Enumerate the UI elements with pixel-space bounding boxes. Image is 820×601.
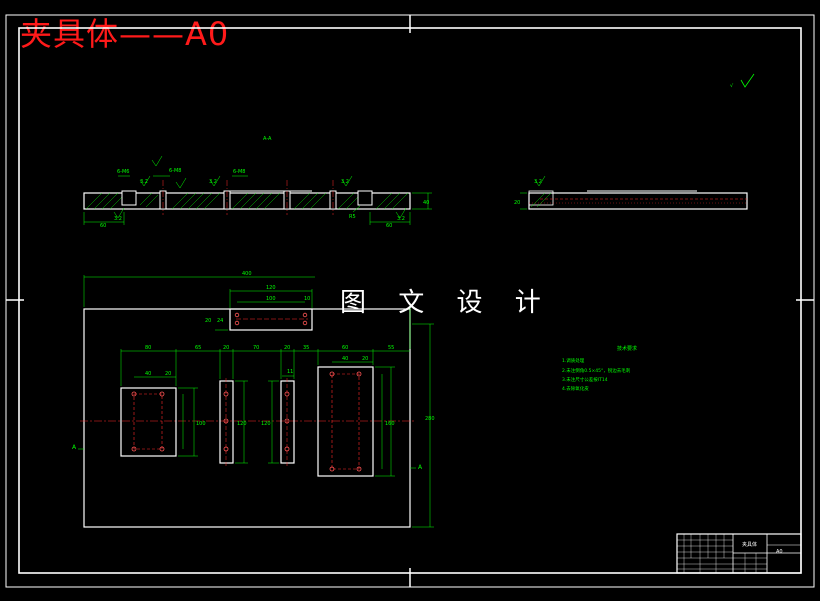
dim-label: 55: [388, 345, 394, 351]
section-arrow-label: A: [418, 464, 423, 471]
dim-label: 20: [223, 345, 229, 351]
section-view: [83, 180, 411, 215]
title-block: [676, 533, 802, 574]
dim-label: 120: [266, 285, 276, 291]
dim-label: 280: [425, 416, 435, 422]
side-view: [520, 175, 748, 210]
roughness-label: 3.2: [114, 216, 122, 222]
dim-label: 120: [237, 421, 247, 427]
dim-label: 11: [287, 369, 293, 375]
section-dimensions: [83, 155, 432, 225]
roughness-label: 3.2: [397, 216, 405, 222]
dim-label: 35: [303, 345, 309, 351]
roughness-label: 3.2: [140, 179, 148, 185]
cover-plate: [215, 289, 313, 331]
roughness-label: 3.2: [534, 179, 542, 185]
plan-dimensions: [78, 275, 434, 528]
dim-label: 80: [145, 345, 151, 351]
note-item: 1.调质处理: [562, 357, 585, 364]
dim-label: 20: [284, 345, 290, 351]
dim-label: 100: [266, 296, 276, 302]
svg-text:√: √: [730, 83, 734, 89]
dim-label: 60: [386, 223, 392, 229]
dim-label: 20: [514, 200, 520, 206]
notes-heading: 技术要求: [617, 345, 637, 352]
titleblock-code: A0: [776, 549, 783, 555]
titleblock-name: 夹具体: [742, 541, 757, 548]
dim-label: 20: [362, 356, 368, 362]
dim-label: 10: [304, 296, 310, 302]
hole-note: 6-M6: [117, 169, 129, 175]
roughness-label: 3.2: [209, 179, 217, 185]
section-label: A-A: [263, 136, 272, 142]
section-hatching: [85, 192, 409, 210]
dim-label: 20: [205, 318, 211, 324]
dim-label: R5: [349, 214, 356, 220]
dim-label: 24: [217, 318, 223, 324]
dim-label: 70: [253, 345, 259, 351]
dim-label: 160: [385, 421, 395, 427]
plan-view: [80, 308, 414, 528]
dim-label: 20: [165, 371, 171, 377]
note-item: 2.未注倒角0.5×45°，锐边去毛刺: [562, 367, 631, 374]
hole-note: 6-M8: [169, 168, 181, 174]
dim-label: 120: [261, 421, 271, 427]
page-title: 夹具体——A0: [20, 15, 230, 53]
watermark-text: 图 文 设 计: [340, 288, 553, 318]
note-item: 4.去除氧化皮: [562, 385, 589, 392]
general-roughness-symbol: √: [730, 73, 755, 89]
section-arrow-label: A: [72, 444, 77, 451]
note-item: 3.未注尺寸公差按IT14: [562, 376, 608, 383]
dim-label: 40: [145, 371, 151, 377]
dim-label: 100: [196, 421, 206, 427]
roughness-label: 3.2: [341, 179, 349, 185]
dim-label: 40: [342, 356, 348, 362]
hole-note: 6-M8: [233, 169, 245, 175]
dim-label: 60: [100, 223, 106, 229]
dim-label: 60: [342, 345, 348, 351]
dim-label: 40: [423, 200, 429, 206]
dim-label: 65: [195, 345, 201, 351]
dim-label: 400: [242, 271, 252, 277]
